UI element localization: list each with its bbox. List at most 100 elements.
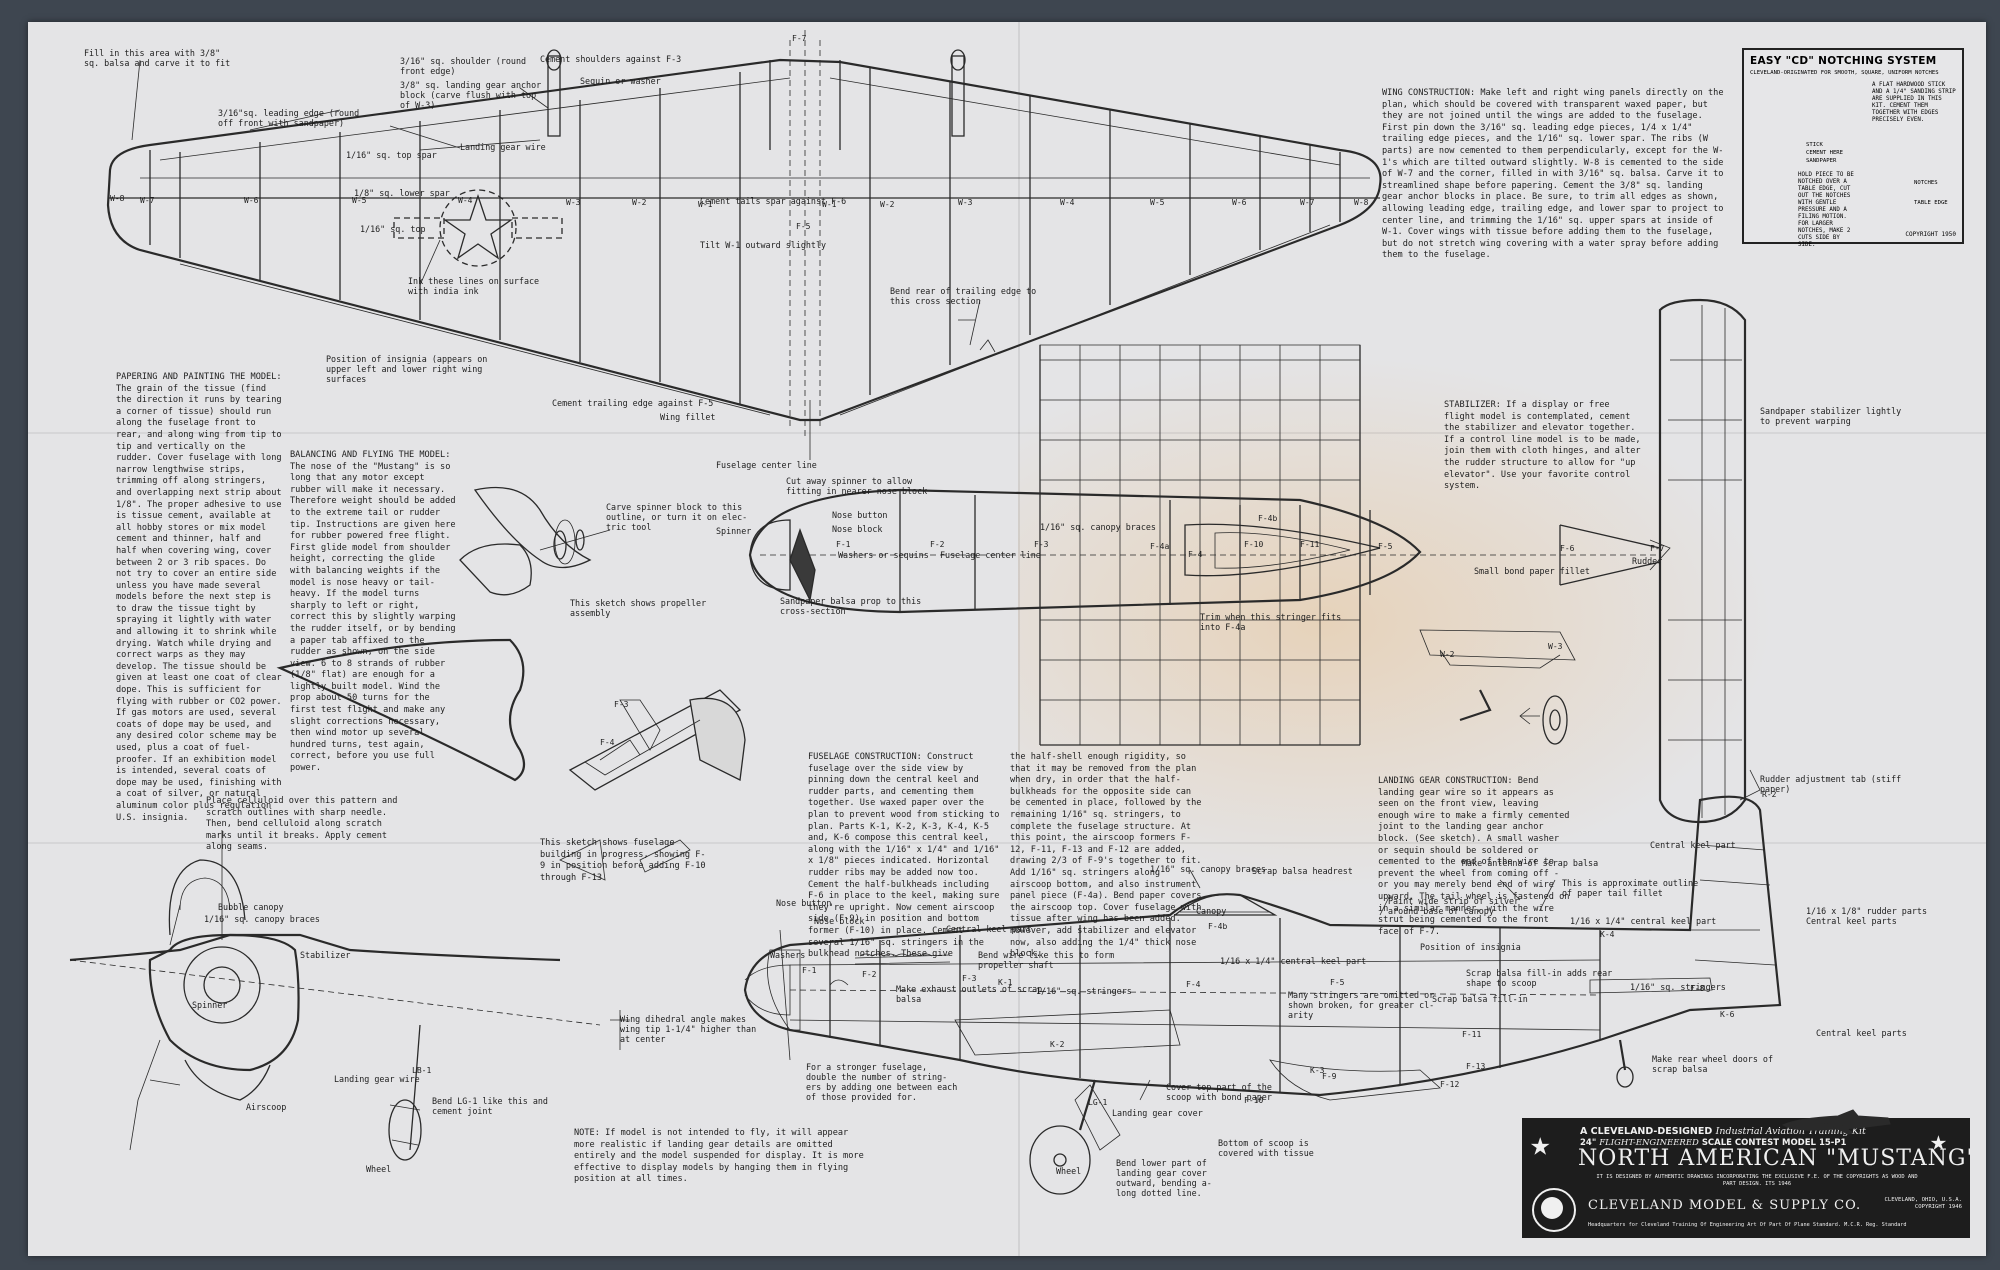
label-bubble-canopy: Bubble canopy [218,902,284,912]
label-ink-lines: Ink these lines on surface with india in… [408,276,540,296]
label-exhaust: Make exhaust outlets of scrap balsa [896,984,1043,1004]
label-cement-shoulders: Cement shoulders against F-3 [540,54,682,64]
wing-plan-view [106,30,1382,460]
label-central-keel-parts: Central keel parts [1816,1028,1907,1038]
former-label: F-4 [600,738,615,747]
canopy-pattern [276,638,526,782]
label-canopy-braces: 1/16" sq. canopy braces [1040,522,1156,532]
label-central-keel: Central keel part [1650,840,1736,850]
landing-gear-body: Bend landing gear wire so it appears as … [1378,776,1575,937]
label-rudder-tab: Rudder adjustment tab (stiff paper) [1760,774,1902,794]
title-line-1a: A CLEVELAND-DESIGNED [1580,1126,1713,1137]
rib-label: W-5 [1150,198,1165,207]
title-line-2b: FLIGHT-ENGINEERED [1599,1138,1699,1148]
label-nose-block: Nose block [832,524,883,534]
former-label: F-4 [1188,550,1203,559]
former-label: F-7 [1650,544,1665,553]
label-position-insignia: Position of insignia [1420,942,1521,952]
former-label: F-5 [1330,978,1345,987]
balancing-text: BALANCING AND FLYING THE MODEL: The nose… [290,450,458,775]
label-bend-rear: Bend rear of trailing edge to this cross… [890,286,1037,306]
note-body: If model is not intended to fly, it will… [574,1128,869,1185]
label-nose-btn: Nose button [776,898,832,908]
keel-label: K-6 [1720,1010,1735,1019]
rib-label: W-3 [958,198,973,207]
former-label: F-5 [1378,542,1393,551]
rib-label: W-3 [566,198,581,207]
label-paint-strip: Paint wide strip of silver around base o… [1388,896,1520,916]
former-label: F-10 [1244,1096,1264,1105]
sketch-fuselage-text: This sketch shows fuselage building in p… [540,838,711,883]
label-scrap-headrest: Scrap balsa headrest [1252,866,1353,876]
papering-heading: PAPERING AND PAINTING THE MODEL: [116,372,282,382]
label-landing-gear-cover: Landing gear cover [1112,1108,1203,1118]
title-line-1: A CLEVELAND-DESIGNED Industrial Aviation… [1580,1126,1866,1137]
title-block: ★ ★ A CLEVELAND-DESIGNED Industrial Avia… [1522,1118,1970,1238]
easy-cd-subtitle: CLEVELAND-ORIGINATED FOR SMOOTH, SQUARE,… [1750,70,1939,76]
label-shoulder: 3/16" sq. shoulder (round front edge) [400,56,527,76]
stabilizer-heading: STABILIZER: [1444,400,1501,410]
rib-label: W-1 [822,200,837,209]
mustang-silhouette-icon [1781,1109,1891,1135]
note-heading: NOTE: [574,1128,600,1138]
label-sequin: Sequin or washer [580,76,661,86]
balancing-heading: BALANCING AND FLYING THE MODEL: [290,450,451,460]
label-central-keel-part: Central keel part [946,924,1032,934]
papering-text: PAPERING AND PAINTING THE MODEL: The gra… [116,372,284,824]
label-leading-edge: 3/16"sq. leading edge (round off front w… [218,108,360,128]
label-airscoop: Airscoop [246,1102,287,1112]
label-bend-lg: Bend LG-1 like this and cement joint [432,1096,548,1116]
label-scrap-fill2: Scrap balsa fill-in [1432,994,1528,1004]
rib-label: W-8 [1354,198,1369,207]
rib-label: W-5 [352,196,367,205]
easy-cd-copyright: COPYRIGHT 1950 [1905,231,1956,238]
title-fine-print: IT IS DESIGNED BY AUTHENTIC DRAWINGS INC… [1596,1174,1918,1187]
former-label: F-8 [1690,984,1705,993]
note-text: NOTE: If model is not intended to fly, i… [574,1128,874,1186]
title-line-2c: SCALE CONTEST MODEL [1701,1138,1816,1148]
label-washers: Washers or sequins [838,550,929,560]
former-label: F-5 [796,222,811,231]
easy-cd-notching-box: EASY "CD" NOTCHING SYSTEM CLEVELAND-ORIG… [1742,48,1964,248]
label-cut-spinner: Cut away spinner to allow fitting in nea… [786,476,928,496]
rib-label: W-4 [458,196,473,205]
stabilizer-text: STABILIZER: If a display or free flight … [1444,400,1644,493]
label-nose-blk: Nose block [814,916,865,926]
easy-cd-desc: A FLAT HARDWOOD STICK AND A 1/4" SANDING… [1872,82,1956,123]
label-insignia-pos: Position of insignia (appears on upper l… [326,354,488,384]
label-wheel2: Wheel [1056,1166,1082,1176]
former-label: F-3 [962,974,977,983]
celluloid-text: Place celluloid over this pattern and sc… [206,796,403,853]
former-label: F-1 [836,540,851,549]
label-sandpaper-stab: Sandpaper stabilizer lightly to prevent … [1760,406,1902,426]
former-label: F-3 [614,700,629,709]
landing-gear-text: LANDING GEAR CONSTRUCTION: Bend landing … [1378,776,1574,938]
rib-label: W-2 [632,198,647,207]
rib-label: W-1 [698,200,713,209]
fold-line-horizontal [28,842,1986,844]
label-stabilizer: Stabilizer [300,950,351,960]
former-label: F-2 [930,540,945,549]
keel-label: K-4 [1600,930,1615,939]
label-dihedral: Wing dihedral angle makes wing tip 1-1/4… [620,1014,757,1044]
label-sandpaper-balsa: Sandpaper balsa prop to this cross-secti… [780,596,922,616]
label-cement-tips: Cement tails spar against F-6 [700,196,847,206]
former-label: F-3 [1034,540,1049,549]
fold-line-horizontal [28,432,1986,434]
label-prop-sketch: This sketch shows propeller assembly [570,598,707,618]
title-line-1b: Industrial Aviation Training Kit [1715,1126,1866,1137]
landing-gear-heading: LANDING GEAR CONSTRUCTION: [1378,776,1513,786]
label-stringers-sq: 1/16" sq. stringers [1630,982,1726,992]
former-label: F-4a [1150,542,1170,551]
former-label: F-4 [1186,980,1201,989]
easy-cd-title: EASY "CD" NOTCHING SYSTEM [1750,55,1937,67]
label-rear-wheel-doors: Make rear wheel doors of scrap balsa [1652,1054,1774,1074]
label-rudder-parts: 1/16 x 1/8" rudder parts Central keel pa… [1806,906,1928,926]
rib-label: W-6 [1232,198,1247,207]
label-small-fillet: Small bond paper fillet [1474,566,1590,576]
label-make-antenna: Make antenna of scrap balsa [1462,858,1599,868]
easy-cd-sandpaper: SANDPAPER [1806,158,1837,164]
former-label: F-7 [792,34,807,43]
label-canopy: Canopy [1196,906,1227,916]
